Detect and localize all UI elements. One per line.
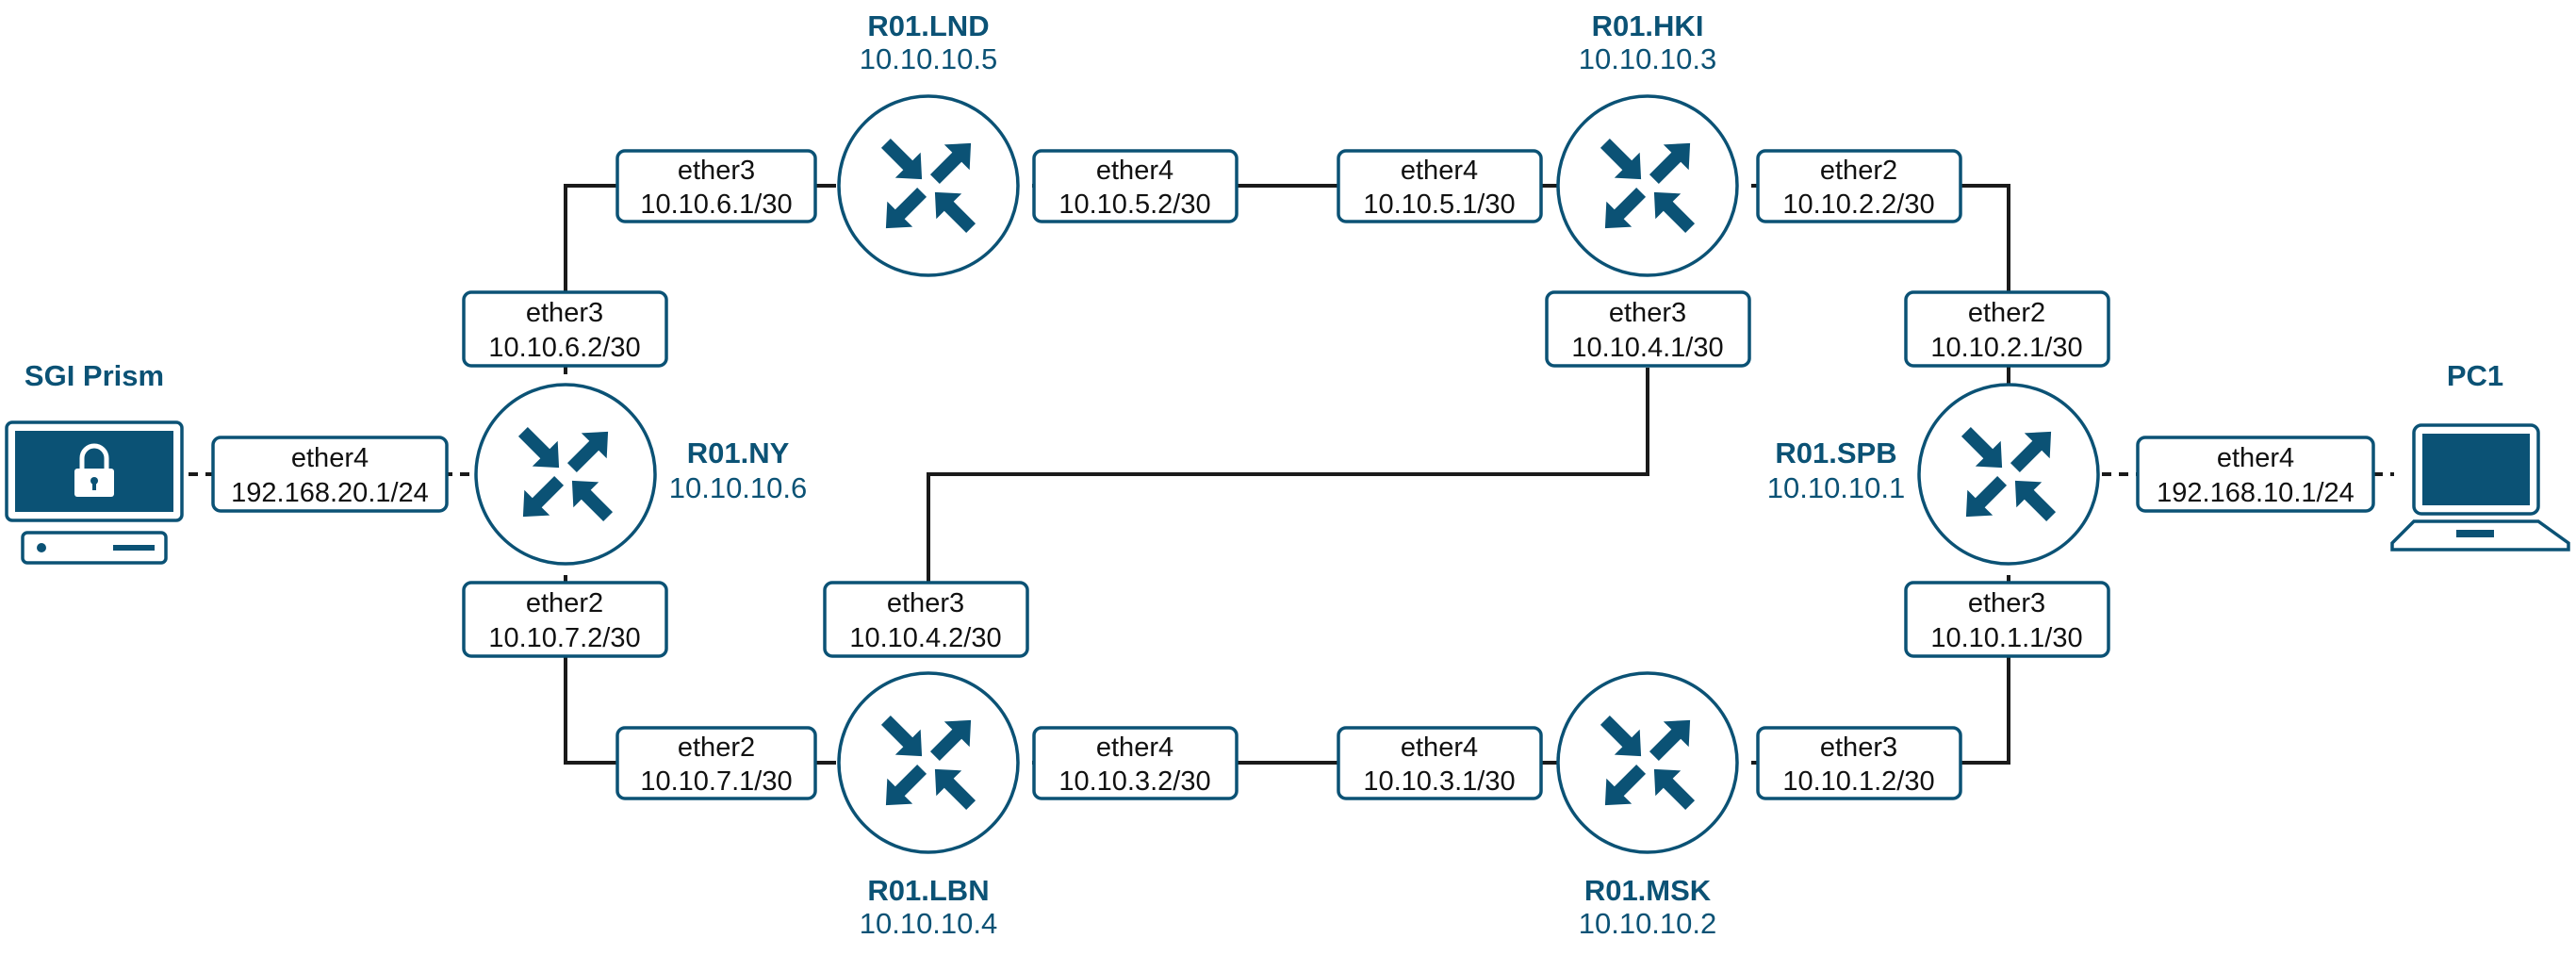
interface-port: ether2 xyxy=(1968,298,2045,328)
locked-workstation-icon xyxy=(5,420,184,565)
interface-address: 192.168.20.1/24 xyxy=(231,478,429,508)
interface-address: 10.10.1.1/30 xyxy=(1930,623,2082,653)
interface-port: ether2 xyxy=(1820,156,1897,186)
router-label-msk: R01.MSK 10.10.10.2 xyxy=(1579,874,1717,940)
router-label-hki: R01.HKI 10.10.10.3 xyxy=(1579,9,1717,75)
interface-address: 10.10.3.2/30 xyxy=(1058,766,1210,797)
router-name: R01.MSK xyxy=(1584,874,1712,907)
router-hki-body xyxy=(1556,94,1739,277)
router-spb-body xyxy=(1917,383,2100,566)
router-name: R01.NY xyxy=(687,436,790,469)
interface-port: ether4 xyxy=(1401,156,1478,186)
router-name: R01.LBN xyxy=(867,874,989,907)
router-ip: 10.10.10.2 xyxy=(1579,907,1717,940)
interface-address: 10.10.6.1/30 xyxy=(640,189,792,220)
router-ip: 10.10.10.5 xyxy=(860,42,998,75)
router-lbn-body xyxy=(837,671,1020,854)
router-name: R01.SPB xyxy=(1775,436,1896,469)
router-ip: 10.10.10.4 xyxy=(860,907,998,940)
interface-port: ether4 xyxy=(1096,733,1173,763)
host-name: SGI Prism xyxy=(25,359,164,392)
interface-spb-ether3: ether3 10.10.1.1/30 xyxy=(1904,581,2110,658)
host-sgi-prism[interactable]: SGI Prism xyxy=(5,359,184,565)
router-label-spb: R01.SPB 10.10.10.1 xyxy=(1767,436,1906,504)
interface-address: 10.10.7.1/30 xyxy=(640,766,792,797)
router-label-lbn: R01.LBN 10.10.10.4 xyxy=(860,874,998,940)
interface-address: 10.10.6.2/30 xyxy=(488,333,640,363)
router-ny[interactable] xyxy=(474,383,657,566)
router-ny-body xyxy=(474,383,657,566)
interface-address: 10.10.1.2/30 xyxy=(1782,766,1934,797)
router-name: R01.LND xyxy=(867,9,989,42)
interface-port: ether3 xyxy=(678,156,755,186)
interface-address: 10.10.5.1/30 xyxy=(1363,189,1515,220)
interface-ny-ether3: ether3 10.10.6.2/30 xyxy=(462,290,668,368)
interface-port: ether3 xyxy=(1609,298,1686,328)
interface-lnd-ether3: ether3 10.10.6.1/30 xyxy=(615,149,817,223)
interface-address: 10.10.4.1/30 xyxy=(1571,333,1723,363)
interface-hki-ether2: ether2 10.10.2.2/30 xyxy=(1756,149,1962,223)
interface-port: ether3 xyxy=(1820,733,1897,763)
interface-address: 10.10.3.1/30 xyxy=(1363,766,1515,797)
interface-lbn-ether4: ether4 10.10.3.2/30 xyxy=(1032,726,1239,800)
interface-msk-ether3: ether3 10.10.1.2/30 xyxy=(1756,726,1962,800)
router-label-lnd: R01.LND 10.10.10.5 xyxy=(860,9,998,75)
interface-port: ether4 xyxy=(1401,733,1478,763)
router-lnd-body xyxy=(837,94,1020,277)
router-lnd[interactable] xyxy=(837,94,1020,277)
router-lbn[interactable] xyxy=(837,671,1020,854)
interface-spb-ether4: ether4 192.168.10.1/24 xyxy=(2136,436,2375,513)
interface-spb-ether2: ether2 10.10.2.1/30 xyxy=(1904,290,2110,368)
interface-port: ether3 xyxy=(887,588,964,618)
laptop-icon xyxy=(2390,423,2570,552)
interface-port: ether4 xyxy=(1096,156,1173,186)
router-label-ny: R01.NY 10.10.10.6 xyxy=(669,436,808,504)
interface-lnd-ether4: ether4 10.10.5.2/30 xyxy=(1032,149,1239,223)
interface-hki-ether4: ether4 10.10.5.1/30 xyxy=(1337,149,1543,223)
router-msk-body xyxy=(1556,671,1739,854)
interface-port: ether2 xyxy=(526,588,603,618)
router-hki[interactable] xyxy=(1556,94,1739,277)
host-pc1[interactable]: PC1 xyxy=(2390,359,2570,552)
router-ip: 10.10.10.3 xyxy=(1579,42,1717,75)
router-spb[interactable] xyxy=(1917,383,2100,566)
router-name: R01.HKI xyxy=(1592,9,1704,42)
interface-port: ether4 xyxy=(291,443,369,473)
interface-msk-ether4: ether4 10.10.3.1/30 xyxy=(1337,726,1543,800)
interface-lbn-ether3: ether3 10.10.4.2/30 xyxy=(823,581,1029,658)
interface-lbn-ether2: ether2 10.10.7.1/30 xyxy=(615,726,817,800)
interface-port: ether4 xyxy=(2217,443,2294,473)
interface-address: 10.10.2.1/30 xyxy=(1930,333,2082,363)
interface-address: 10.10.5.2/30 xyxy=(1058,189,1210,220)
interface-port: ether3 xyxy=(526,298,603,328)
link-hki-lbn xyxy=(927,368,1649,585)
interface-address: 10.10.2.2/30 xyxy=(1782,189,1934,220)
host-name: PC1 xyxy=(2447,359,2503,392)
interface-port: ether2 xyxy=(678,733,755,763)
router-msk[interactable] xyxy=(1556,671,1739,854)
router-ip: 10.10.10.1 xyxy=(1767,471,1906,504)
interface-hki-ether3: ether3 10.10.4.1/30 xyxy=(1545,290,1751,368)
interface-address: 10.10.4.2/30 xyxy=(849,623,1001,653)
router-ip: 10.10.10.6 xyxy=(669,471,808,504)
interface-ny-ether2: ether2 10.10.7.2/30 xyxy=(462,581,668,658)
interface-ny-ether4: ether4 192.168.20.1/24 xyxy=(211,436,449,513)
interface-address: 192.168.10.1/24 xyxy=(2157,478,2354,508)
interface-port: ether3 xyxy=(1968,588,2045,618)
interface-address: 10.10.7.2/30 xyxy=(488,623,640,653)
